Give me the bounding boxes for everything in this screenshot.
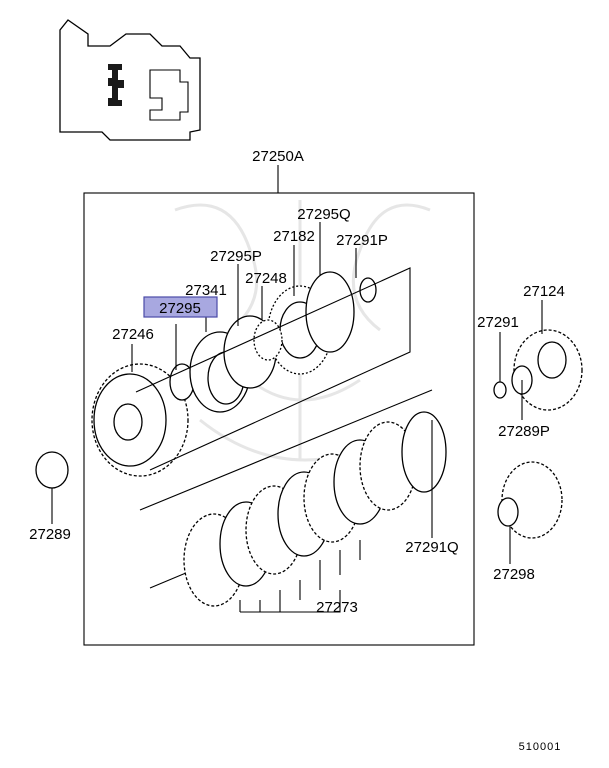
clutch-drum bbox=[91, 363, 189, 477]
label-27289P[interactable]: 27289P bbox=[498, 423, 550, 440]
label-27298[interactable]: 27298 bbox=[493, 566, 535, 583]
right-hub-27298 bbox=[497, 461, 563, 539]
assembly-boundary bbox=[83, 192, 475, 646]
label-27124[interactable]: 27124 bbox=[523, 283, 565, 300]
label-27295P[interactable]: 27295P bbox=[210, 248, 262, 265]
ring-27289 bbox=[35, 451, 69, 489]
label-27291P[interactable]: 27291P bbox=[336, 232, 388, 249]
label-27182[interactable]: 27182 bbox=[273, 228, 315, 245]
snap-ring-p bbox=[359, 277, 377, 303]
label-27248[interactable]: 27248 bbox=[245, 270, 287, 287]
label-27246[interactable]: 27246 bbox=[112, 326, 154, 343]
label-27291Q[interactable]: 27291Q bbox=[405, 539, 458, 556]
clutch-plate-stack bbox=[183, 411, 447, 613]
label-27291[interactable]: 27291 bbox=[477, 314, 519, 331]
label-27295[interactable]: 27295 bbox=[159, 300, 201, 317]
label-27289[interactable]: 27289 bbox=[29, 526, 71, 543]
label-27341[interactable]: 27341 bbox=[185, 282, 227, 299]
drawing-number: 510001 bbox=[519, 741, 562, 753]
label-27250A: 27250A bbox=[252, 148, 304, 165]
label-27273[interactable]: 27273 bbox=[316, 599, 358, 616]
snap-ring-q bbox=[305, 271, 355, 353]
leader-lines bbox=[51, 222, 543, 564]
highlight-box bbox=[143, 296, 218, 318]
label-27295Q[interactable]: 27295Q bbox=[297, 206, 350, 223]
piston-assembly bbox=[169, 315, 277, 413]
ring-27291 bbox=[493, 381, 507, 399]
locator-thumbnail bbox=[59, 19, 201, 141]
upper-stack-frame bbox=[135, 267, 411, 471]
